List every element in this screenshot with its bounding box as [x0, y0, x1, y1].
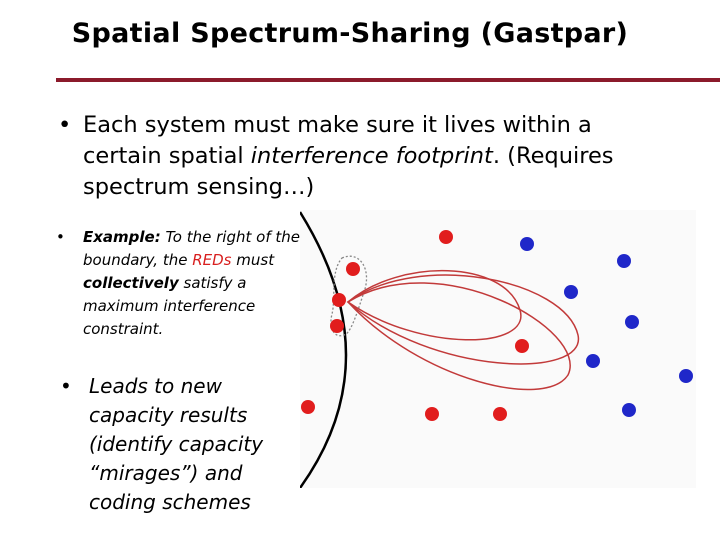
- red-node-6: [301, 400, 315, 414]
- red-node-3: [332, 293, 346, 307]
- red-node-2: [346, 262, 360, 276]
- boundary-line: [298, 211, 348, 489]
- diagram-background: [300, 210, 696, 488]
- red-node-7: [425, 407, 439, 421]
- slide-title: Spatial Spectrum-Sharing (Gastpar): [71, 18, 629, 49]
- reds-label: REDs: [192, 251, 232, 269]
- example-label: Example:: [83, 228, 161, 246]
- bullet-1-text-b: . (Requires spectrum sensing…): [83, 143, 614, 200]
- blue-node-4: [625, 315, 639, 329]
- bullet-2-text-a: To the right of the boundary, the: [83, 228, 300, 269]
- bullet-2-text-c: satisfy a maximum interference constrain…: [83, 274, 256, 338]
- bullet-1-emphasis: interference footprint: [250, 143, 493, 169]
- bullet-3: • Leads to new capacity results (identif…: [60, 372, 300, 517]
- bullet-3-text: Leads to new capacity results (identify …: [89, 374, 264, 514]
- bullet-1-text-a: Each system must make sure it lives with…: [83, 112, 592, 169]
- bullet-marker: •: [58, 112, 72, 138]
- diagram-svg: [298, 210, 696, 489]
- blue-node-1: [520, 237, 534, 251]
- interference-diagram: [298, 210, 696, 489]
- footprint-lobe-2: [346, 274, 579, 365]
- title-rule: [56, 78, 720, 82]
- bullet-2: • Example: To the right of the boundary,…: [56, 226, 326, 341]
- blue-node-5: [586, 354, 600, 368]
- bullet-1-text: Each system must make sure it lives with…: [83, 110, 658, 203]
- red-node-1: [439, 230, 453, 244]
- footprint-lobe-3: [346, 282, 571, 391]
- collectively-label: collectively: [83, 274, 179, 292]
- blue-node-3: [564, 285, 578, 299]
- red-node-5: [515, 339, 529, 353]
- bullet-1: • Each system must make sure it lives wi…: [58, 110, 658, 203]
- red-node-4: [330, 319, 344, 333]
- bullet-2-text: Example: To the right of the boundary, t…: [83, 226, 326, 341]
- blue-node-2: [617, 254, 631, 268]
- blue-node-6: [679, 369, 693, 383]
- red-node-8: [493, 407, 507, 421]
- blue-node-7: [622, 403, 636, 417]
- bullet-marker: •: [60, 374, 72, 398]
- bullet-2-text-b: must: [231, 251, 275, 269]
- bullet-marker: •: [56, 228, 65, 246]
